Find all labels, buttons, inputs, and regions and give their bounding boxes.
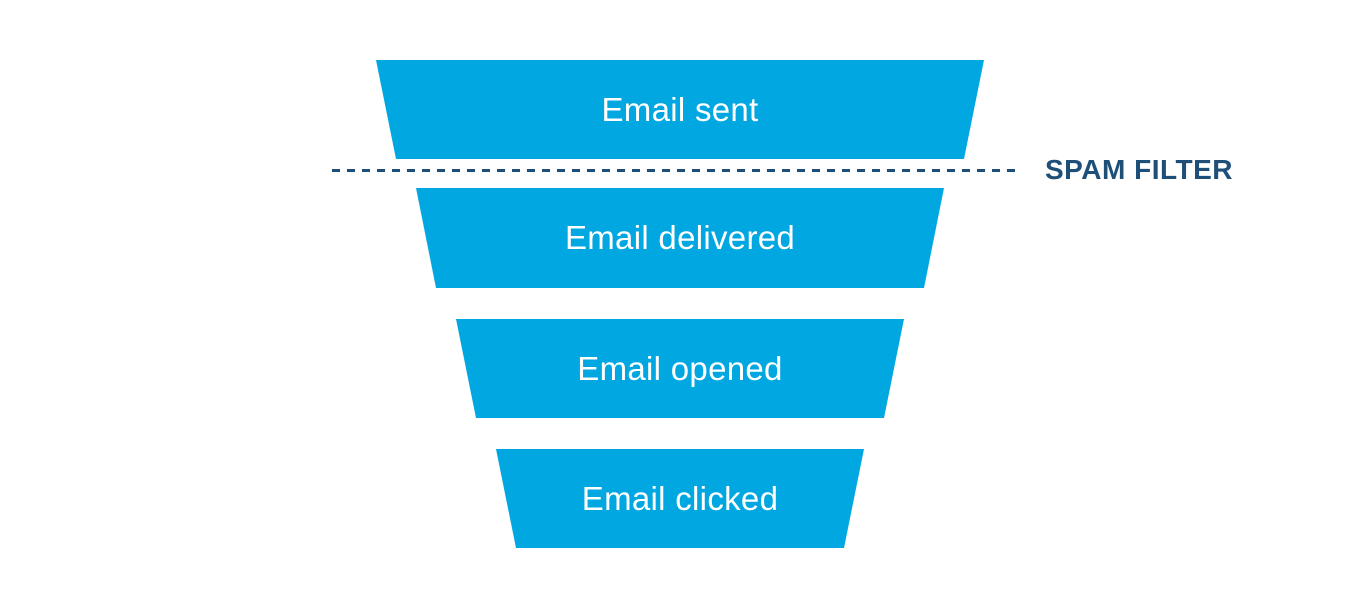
spam-filter-label: SPAM FILTER <box>1045 154 1234 185</box>
funnel-segment-1: Email sent <box>376 60 984 159</box>
funnel-segment-2: Email delivered <box>416 188 944 288</box>
funnel-segment-4: Email clicked <box>496 449 864 548</box>
funnel-segment-label: Email opened <box>577 349 783 387</box>
funnel-segment-label: Email clicked <box>581 479 779 517</box>
funnel-segment-label: Email sent <box>601 90 759 128</box>
funnel-segment-label: Email delivered <box>564 219 796 256</box>
funnel-segment-3: Email opened <box>456 319 904 418</box>
spam-filter-dashed-line <box>332 169 1017 172</box>
